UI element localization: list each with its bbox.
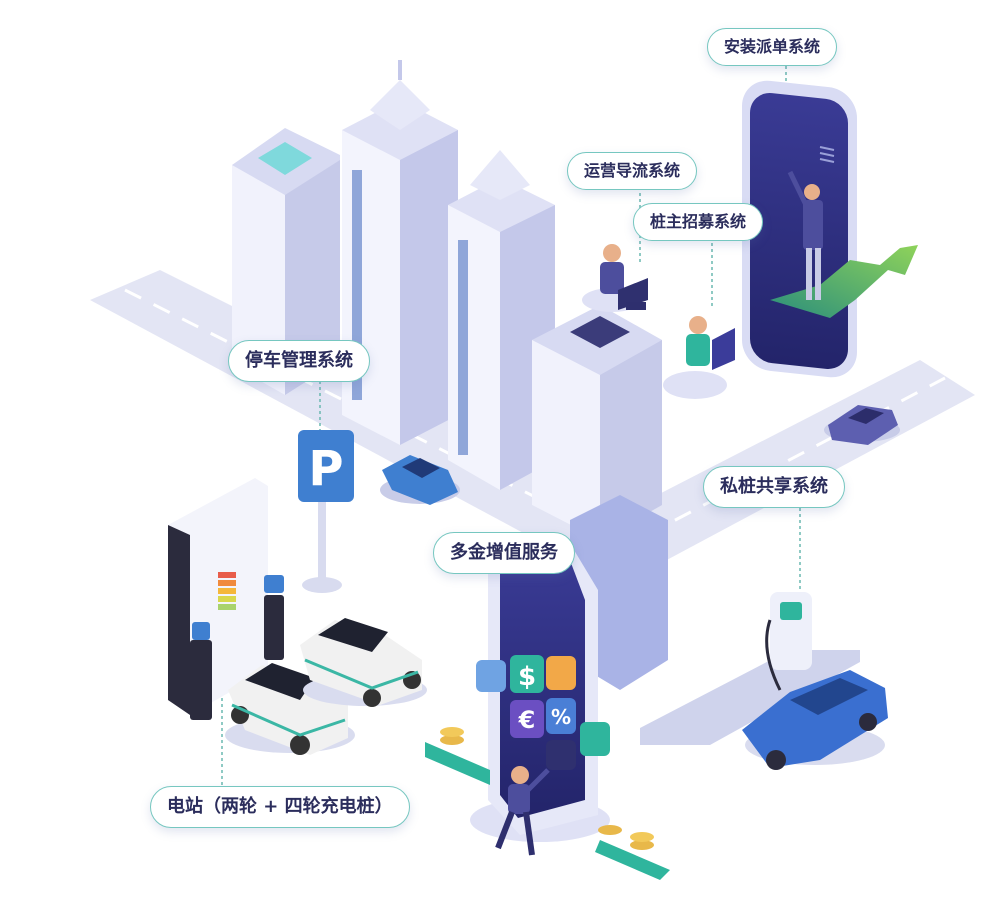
- businessman-figure: [787, 170, 823, 300]
- finance-pillar: $ € %: [470, 540, 610, 842]
- label-operation-guide: 运营导流系统: [567, 152, 698, 190]
- parking-p-icon: P: [308, 441, 343, 497]
- percent-icon: %: [551, 705, 571, 729]
- label-owner-recruit: 桩主招募系统: [633, 203, 764, 241]
- person-analyst: [663, 316, 735, 399]
- money-arrows: [425, 742, 670, 880]
- car-road-left: [380, 455, 460, 505]
- car-blue-parked: [742, 670, 888, 770]
- label-finance-service: 多金增值服务: [433, 532, 575, 574]
- car-road-right: [824, 405, 900, 445]
- dollar-icon: $: [518, 662, 536, 692]
- coins-stack: [440, 727, 654, 850]
- label-charging-station: 电站（两轮 + 四轮充电桩）: [150, 786, 410, 828]
- ev-car-back: [300, 618, 427, 707]
- walking-person: [495, 766, 550, 856]
- building-center-tall: [342, 60, 458, 445]
- label-parking-mgmt: 停车管理系统: [228, 340, 370, 382]
- phone-growth: [742, 80, 918, 378]
- charger-posts: [190, 575, 284, 720]
- label-install-dispatch: 安装派单系统: [707, 28, 838, 66]
- euro-icon: €: [518, 706, 536, 734]
- parking-sign: P: [298, 430, 354, 593]
- person-laptop: [582, 244, 648, 312]
- building-mid-short: [532, 305, 662, 540]
- building-left: [232, 128, 340, 395]
- private-share-charger: [640, 592, 860, 745]
- label-private-share: 私桩共享系统: [703, 466, 845, 508]
